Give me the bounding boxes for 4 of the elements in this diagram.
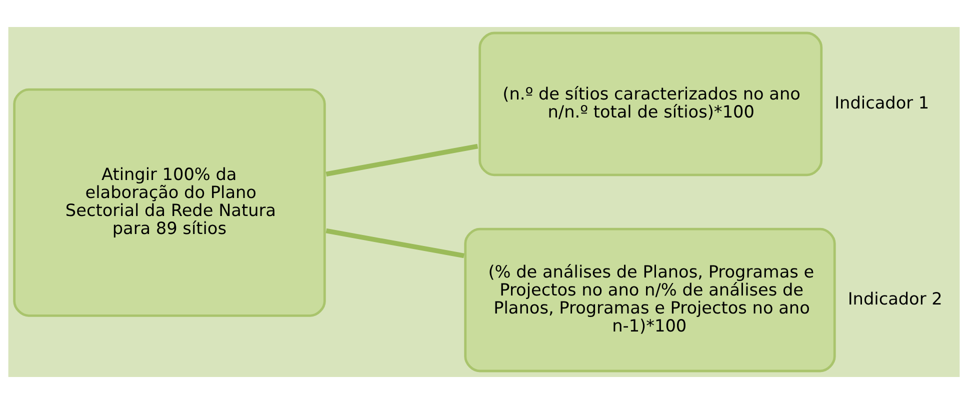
- connector: [326, 228, 464, 258]
- node-label: Indicador 2: [848, 288, 942, 308]
- node-label: Indicador 1: [834, 92, 930, 112]
- connector: [326, 143, 478, 176]
